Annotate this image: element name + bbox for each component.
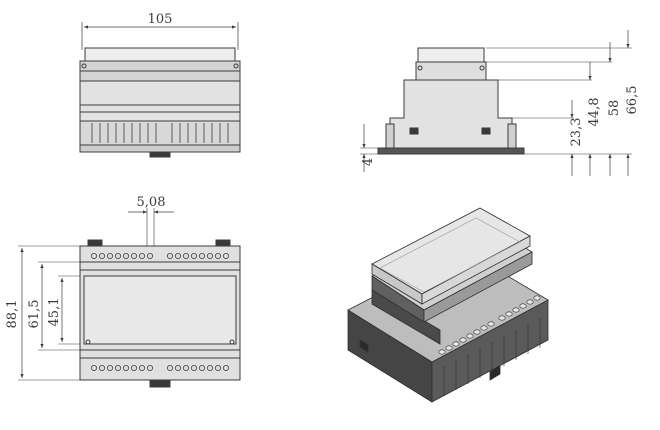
- dim-height-23-3: 23,3: [569, 118, 584, 147]
- dim-foot-4: 4: [361, 158, 376, 166]
- bottom-terminal-row: [91, 364, 229, 371]
- dim-depth-88-1: 88,1: [5, 300, 20, 329]
- dim-pitch-5-08: 5,08: [137, 195, 166, 210]
- front-view: [79, 22, 241, 158]
- iso-terminal-row: [438, 295, 541, 355]
- top-view: [18, 208, 241, 388]
- isometric-view: [347, 207, 549, 403]
- front-terminal-ribs: [91, 123, 229, 143]
- dim-depth-61-5: 61,5: [27, 300, 42, 329]
- side-view: [360, 30, 632, 176]
- dim-width-105: 105: [148, 12, 173, 27]
- dim-depth-45-1: 45,1: [47, 298, 62, 327]
- dim-height-44-8: 44,8: [587, 98, 602, 127]
- dim-height-58: 58: [607, 100, 622, 117]
- top-terminal-row: [91, 252, 229, 259]
- dim-height-66-5: 66,5: [625, 86, 640, 115]
